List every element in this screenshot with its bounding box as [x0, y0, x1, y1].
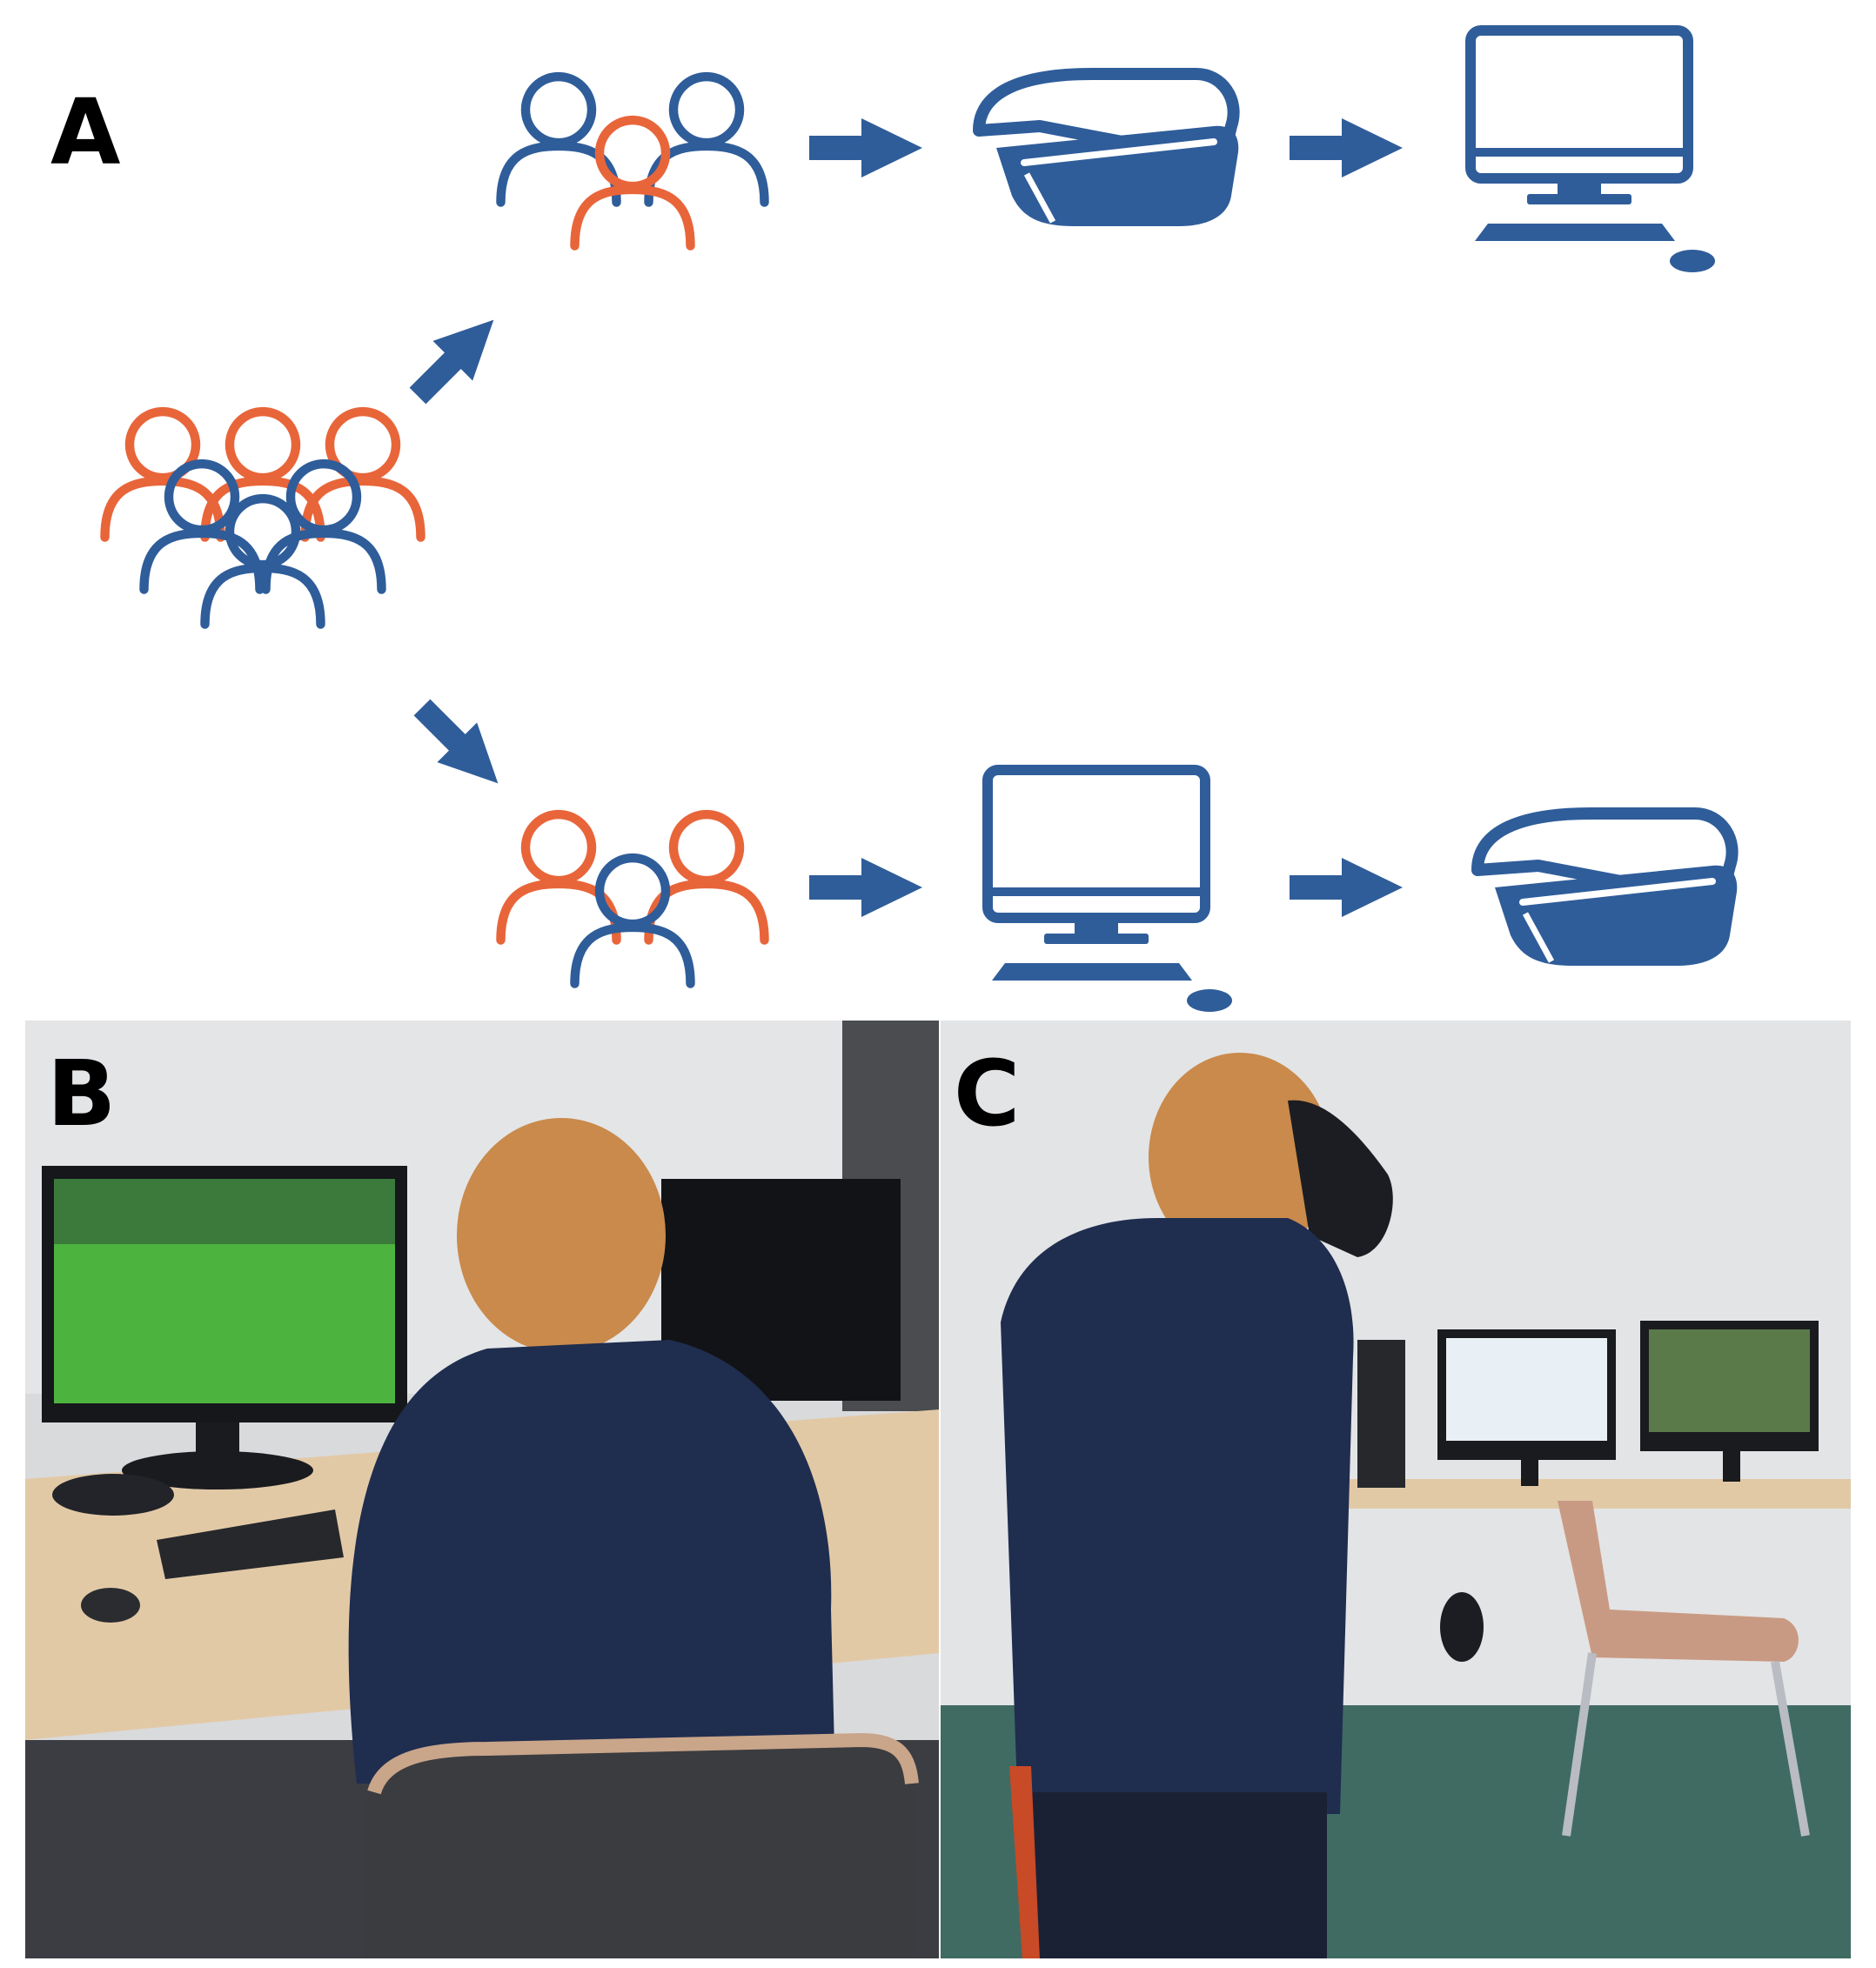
- arrow-right-icon: [1290, 118, 1403, 177]
- arrow-right-icon: [809, 118, 922, 177]
- arrow-down-right-icon: [402, 687, 519, 804]
- desktop-computer-icon: [1471, 30, 1715, 272]
- panel-label-a: A: [50, 79, 121, 185]
- arrow-right-icon: [1290, 858, 1403, 917]
- vr-headset-icon: [979, 74, 1238, 226]
- vr-headset-icon: [1477, 813, 1737, 966]
- photo-panel-b: [24, 1020, 940, 1959]
- arrow-up-right-icon: [398, 299, 514, 416]
- panel-label-b: B: [47, 1041, 117, 1147]
- three-people-icon: [501, 814, 765, 983]
- photo-panel-c: [940, 1020, 1852, 1959]
- three-people-icon: [501, 77, 765, 245]
- desktop-computer-icon: [988, 770, 1232, 1012]
- panel-label-c: C: [954, 1041, 1021, 1147]
- group-of-people-icon: [105, 412, 421, 624]
- arrow-right-icon: [809, 858, 922, 917]
